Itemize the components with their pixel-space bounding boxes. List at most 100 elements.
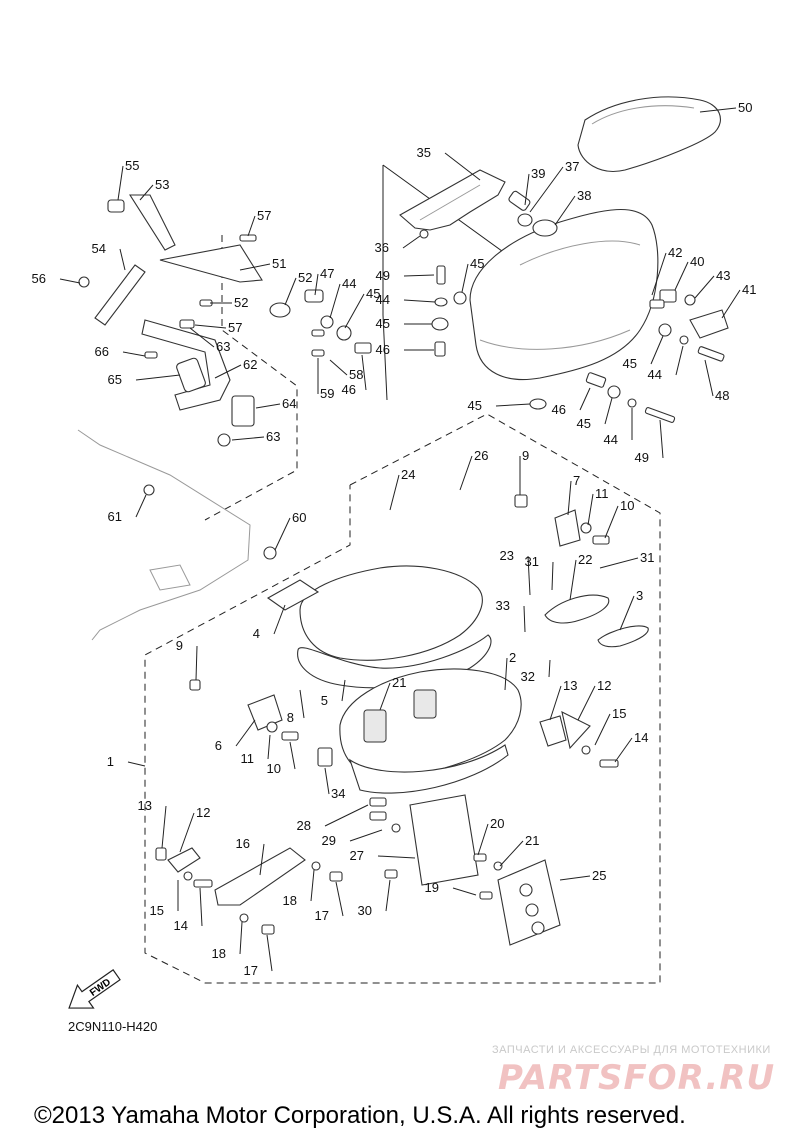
callout-c23: 23 bbox=[500, 548, 514, 563]
callout-c14a: 14 bbox=[634, 730, 648, 745]
callout-c62: 62 bbox=[243, 357, 257, 372]
leader-line-c50 bbox=[699, 107, 737, 113]
callout-c18b: 18 bbox=[212, 946, 226, 961]
callout-c21a: 21 bbox=[392, 675, 406, 690]
callout-c40: 40 bbox=[690, 254, 704, 269]
leader-line-c36 bbox=[402, 235, 421, 249]
callout-c66: 66 bbox=[95, 344, 109, 359]
callout-c28: 28 bbox=[297, 818, 311, 833]
callout-c44d: 44 bbox=[342, 276, 356, 291]
callout-c45d: 45 bbox=[468, 398, 482, 413]
callout-c5: 5 bbox=[321, 693, 328, 708]
callout-c63b: 63 bbox=[266, 429, 280, 444]
callout-c10a: 10 bbox=[620, 498, 634, 513]
leader-line-c33 bbox=[523, 605, 526, 633]
leader-line-c14a bbox=[614, 737, 633, 763]
callout-c48: 48 bbox=[715, 388, 729, 403]
hinge-parts bbox=[155, 494, 619, 935]
callout-c3: 3 bbox=[636, 588, 643, 603]
callout-c14b: 14 bbox=[174, 918, 188, 933]
mount-plate-parts bbox=[369, 794, 561, 946]
callout-c45c: 45 bbox=[623, 356, 637, 371]
callout-c9b: 9 bbox=[176, 638, 183, 653]
leader-line-c6 bbox=[235, 719, 256, 747]
callout-c46a: 46 bbox=[376, 342, 390, 357]
leader-line-c44a bbox=[403, 299, 436, 303]
latch-parts bbox=[508, 190, 558, 237]
leader-line-c56 bbox=[59, 278, 81, 284]
callout-c24: 24 bbox=[401, 467, 415, 482]
leader-line-c57b bbox=[194, 324, 227, 329]
leader-line-c45e bbox=[604, 397, 613, 425]
callout-c55: 55 bbox=[125, 158, 139, 173]
watermark-caption: ЗАПЧАСТИ И АКСЕССУАРЫ ДЛЯ МОТОТЕХНИКИ bbox=[492, 1044, 771, 1056]
leader-line-c31b bbox=[599, 557, 639, 569]
leader-line-c23 bbox=[527, 555, 531, 596]
callout-c16: 16 bbox=[236, 836, 250, 851]
leader-line-c4 bbox=[273, 604, 286, 635]
lid-hardware-parts bbox=[649, 289, 729, 362]
leader-line-c14b bbox=[199, 887, 203, 927]
leader-line-c15a bbox=[594, 713, 611, 746]
callout-c43: 43 bbox=[716, 268, 730, 283]
leader-line-c45c bbox=[650, 335, 664, 365]
leader-line-c64 bbox=[255, 403, 281, 409]
leader-line-c43 bbox=[694, 275, 715, 299]
leader-line-c18a bbox=[310, 869, 315, 902]
callout-c38: 38 bbox=[577, 188, 591, 203]
leader-line-c27 bbox=[377, 855, 416, 859]
leader-line-c29 bbox=[349, 829, 383, 842]
callout-c7a: 7 bbox=[573, 473, 580, 488]
leader-line-c2 bbox=[504, 657, 508, 691]
callout-c4: 4 bbox=[253, 626, 260, 641]
callout-c32: 32 bbox=[521, 669, 535, 684]
callout-c45e: 45 bbox=[577, 416, 591, 431]
callout-c63a: 63 bbox=[216, 339, 230, 354]
leader-line-c12b bbox=[179, 812, 195, 853]
diagram-code: 2C9N110-H420 bbox=[68, 1019, 158, 1034]
leader-lines bbox=[59, 107, 741, 972]
leader-line-c57a bbox=[247, 215, 256, 237]
leader-line-c34 bbox=[324, 767, 330, 795]
leader-line-c48 bbox=[704, 359, 714, 397]
leader-line-c58 bbox=[329, 359, 348, 376]
callout-c57b: 57 bbox=[228, 320, 242, 335]
leader-line-c39 bbox=[524, 173, 530, 206]
leader-line-c55 bbox=[117, 165, 124, 201]
callout-c42: 42 bbox=[668, 245, 682, 260]
leader-line-c12a bbox=[577, 685, 596, 721]
leader-line-c37 bbox=[529, 166, 564, 213]
leader-line-c49b bbox=[659, 419, 664, 459]
leader-line-c52a bbox=[284, 277, 297, 306]
leader-line-c42 bbox=[651, 252, 667, 296]
leader-line-c5 bbox=[341, 679, 346, 702]
leader-line-c54 bbox=[119, 248, 126, 271]
callout-c56: 56 bbox=[32, 271, 46, 286]
leader-line-c49a bbox=[403, 274, 435, 277]
callout-c52a: 52 bbox=[298, 270, 312, 285]
leader-line-c20 bbox=[477, 823, 489, 856]
callout-c12a: 12 bbox=[597, 678, 611, 693]
leader-line-c46c bbox=[361, 354, 367, 391]
callout-c25: 25 bbox=[592, 868, 606, 883]
leader-line-c60 bbox=[274, 517, 291, 551]
leader-line-c35 bbox=[444, 152, 481, 181]
callout-c50: 50 bbox=[738, 100, 752, 115]
leader-line-c13b bbox=[161, 805, 167, 849]
frame-ghost bbox=[77, 429, 277, 641]
callout-c45f: 45 bbox=[366, 286, 380, 301]
callout-c51: 51 bbox=[272, 256, 286, 271]
callout-c65: 65 bbox=[108, 372, 122, 387]
leader-line-c31a bbox=[551, 561, 554, 591]
callout-c11a: 11 bbox=[595, 486, 609, 501]
leader-line-c13a bbox=[549, 685, 562, 721]
leader-line-c45a bbox=[461, 263, 469, 293]
callout-c36: 36 bbox=[375, 240, 389, 255]
callout-c60: 60 bbox=[292, 510, 306, 525]
callout-c47: 47 bbox=[320, 266, 334, 281]
leader-line-c11a bbox=[587, 493, 594, 526]
leader-line-c19 bbox=[452, 887, 477, 896]
callout-c17b: 17 bbox=[244, 963, 258, 978]
leader-line-c32 bbox=[548, 659, 551, 678]
callout-c57a: 57 bbox=[257, 208, 271, 223]
